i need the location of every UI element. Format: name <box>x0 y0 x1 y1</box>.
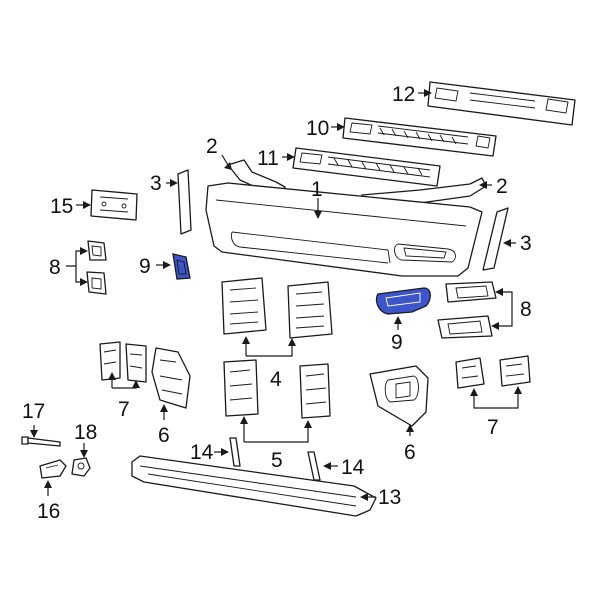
callout-3-left: 3 <box>150 172 162 195</box>
highlight-right <box>375 287 431 315</box>
callout-9-right: 9 <box>391 331 403 354</box>
callout-1: 1 <box>311 178 323 201</box>
part-7-left-brackets <box>99 341 147 383</box>
part-1-bumper <box>205 182 483 277</box>
callout-6-right: 6 <box>404 441 416 464</box>
part-9-left-bezel-highlighted <box>172 253 191 280</box>
callout-9-left: 9 <box>139 255 151 278</box>
callout-7-left: 7 <box>118 398 130 421</box>
part-3-right-endcap <box>482 207 509 271</box>
callout-18: 18 <box>74 421 97 444</box>
part-12-upper-grille <box>427 81 576 126</box>
part-13-valance <box>131 455 377 517</box>
part-10-grille-insert <box>342 117 497 157</box>
callout-2-left: 2 <box>206 135 218 158</box>
part-11-lower-grille <box>292 147 441 187</box>
part-3-left-endcap <box>177 169 192 235</box>
callout-8-right: 8 <box>520 298 532 321</box>
part-17-bolt <box>21 436 61 447</box>
part-15-license-bracket <box>90 189 138 221</box>
callout-4: 4 <box>270 368 282 391</box>
part-18-nut <box>71 457 91 477</box>
callout-17: 17 <box>22 400 45 423</box>
callout-14-right: 14 <box>341 456 365 479</box>
highlight-left <box>172 253 191 280</box>
callout-numbers: 12 10 11 2 3 1 2 15 3 8 9 8 9 4 7 6 6 7 … <box>22 83 532 523</box>
part-6-left-support <box>151 347 191 409</box>
callout-10: 10 <box>306 117 329 140</box>
part-6-right-support <box>369 365 429 427</box>
part-14-left-hanger <box>229 437 241 467</box>
callout-15: 15 <box>50 195 73 218</box>
callout-8-left: 8 <box>49 256 61 279</box>
part-9-right-bezel-highlighted <box>375 287 431 315</box>
part-8-right-bezels <box>437 281 497 339</box>
callout-13: 13 <box>378 486 401 509</box>
part-8-left-brackets <box>86 240 107 295</box>
callout-3-right: 3 <box>520 232 532 255</box>
callout-2-right: 2 <box>496 175 508 198</box>
part-14-right-hanger <box>307 451 321 481</box>
callout-12: 12 <box>392 83 415 106</box>
part-5-brackets <box>223 359 331 419</box>
callout-6-left: 6 <box>158 424 170 447</box>
callout-14-left: 14 <box>190 441 214 464</box>
callout-16: 16 <box>37 500 60 523</box>
leader-lines <box>30 89 522 501</box>
callout-11: 11 <box>257 147 279 170</box>
part-16-clip <box>39 459 67 479</box>
part-4-brackets <box>221 277 333 339</box>
callout-5: 5 <box>271 449 283 472</box>
part-7-right-brackets <box>455 355 531 389</box>
callout-7-right: 7 <box>487 416 499 439</box>
